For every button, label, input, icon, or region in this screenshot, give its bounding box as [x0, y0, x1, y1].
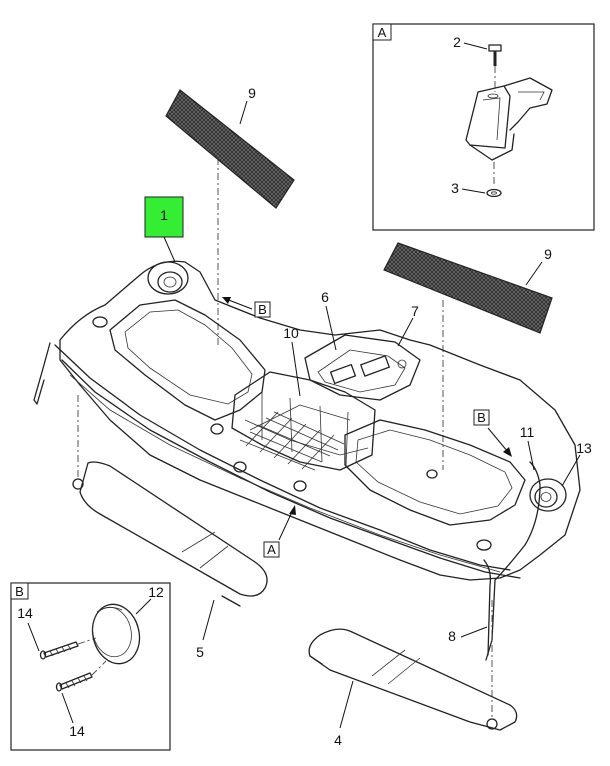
mesh-pad-right: [383, 242, 553, 334]
screw-upper-part: [39, 637, 97, 660]
callout-13: 13: [576, 440, 592, 456]
detail-a-box: A 2 3: [372, 23, 595, 231]
detail-b-tag: [10, 582, 29, 600]
sun-visor-left: [72, 461, 268, 607]
callout-1-marker: 1: [144, 196, 184, 263]
console-grid: [239, 411, 345, 471]
mesh-pad-upper: [165, 89, 295, 209]
washer-part: [486, 188, 502, 198]
detail-a-label: A: [378, 25, 387, 40]
callout-4: 4: [334, 732, 342, 748]
callout-9-right: 9: [544, 246, 552, 262]
callout-11: 11: [520, 424, 535, 440]
sun-visor-right: [308, 628, 518, 731]
callout-3: 3: [451, 180, 459, 196]
callout-7: 7: [411, 303, 419, 319]
callout-8: 8: [448, 628, 456, 644]
ref-a-bottom: A: [267, 542, 276, 557]
callout-10: 10: [283, 325, 299, 341]
cap-part: [91, 603, 141, 665]
callout-1: 1: [160, 207, 168, 223]
overhead-console-assembly: [33, 260, 581, 661]
callout-14-lower: 14: [69, 723, 85, 739]
callout-9-upper: 9: [248, 85, 256, 101]
ref-b-right: B: [477, 410, 486, 425]
view-arrow-b-right: B: [473, 409, 512, 457]
view-arrow-a-bottom: A: [263, 505, 296, 558]
callout-12: 12: [148, 584, 164, 600]
mount-bracket-part: [465, 77, 553, 161]
detail-b-label: B: [15, 584, 24, 599]
ref-b-upper: B: [258, 302, 267, 317]
screw-lower-part: [55, 660, 107, 692]
view-arrow-b-upper: B: [222, 297, 271, 318]
callout-2: 2: [453, 34, 461, 50]
callout-5: 5: [196, 644, 204, 660]
callout-6: 6: [321, 289, 329, 305]
detail-b-box: B 14 14 12: [10, 582, 171, 751]
detail-a-tag: [372, 23, 392, 41]
callout-14-upper: 14: [17, 605, 33, 621]
